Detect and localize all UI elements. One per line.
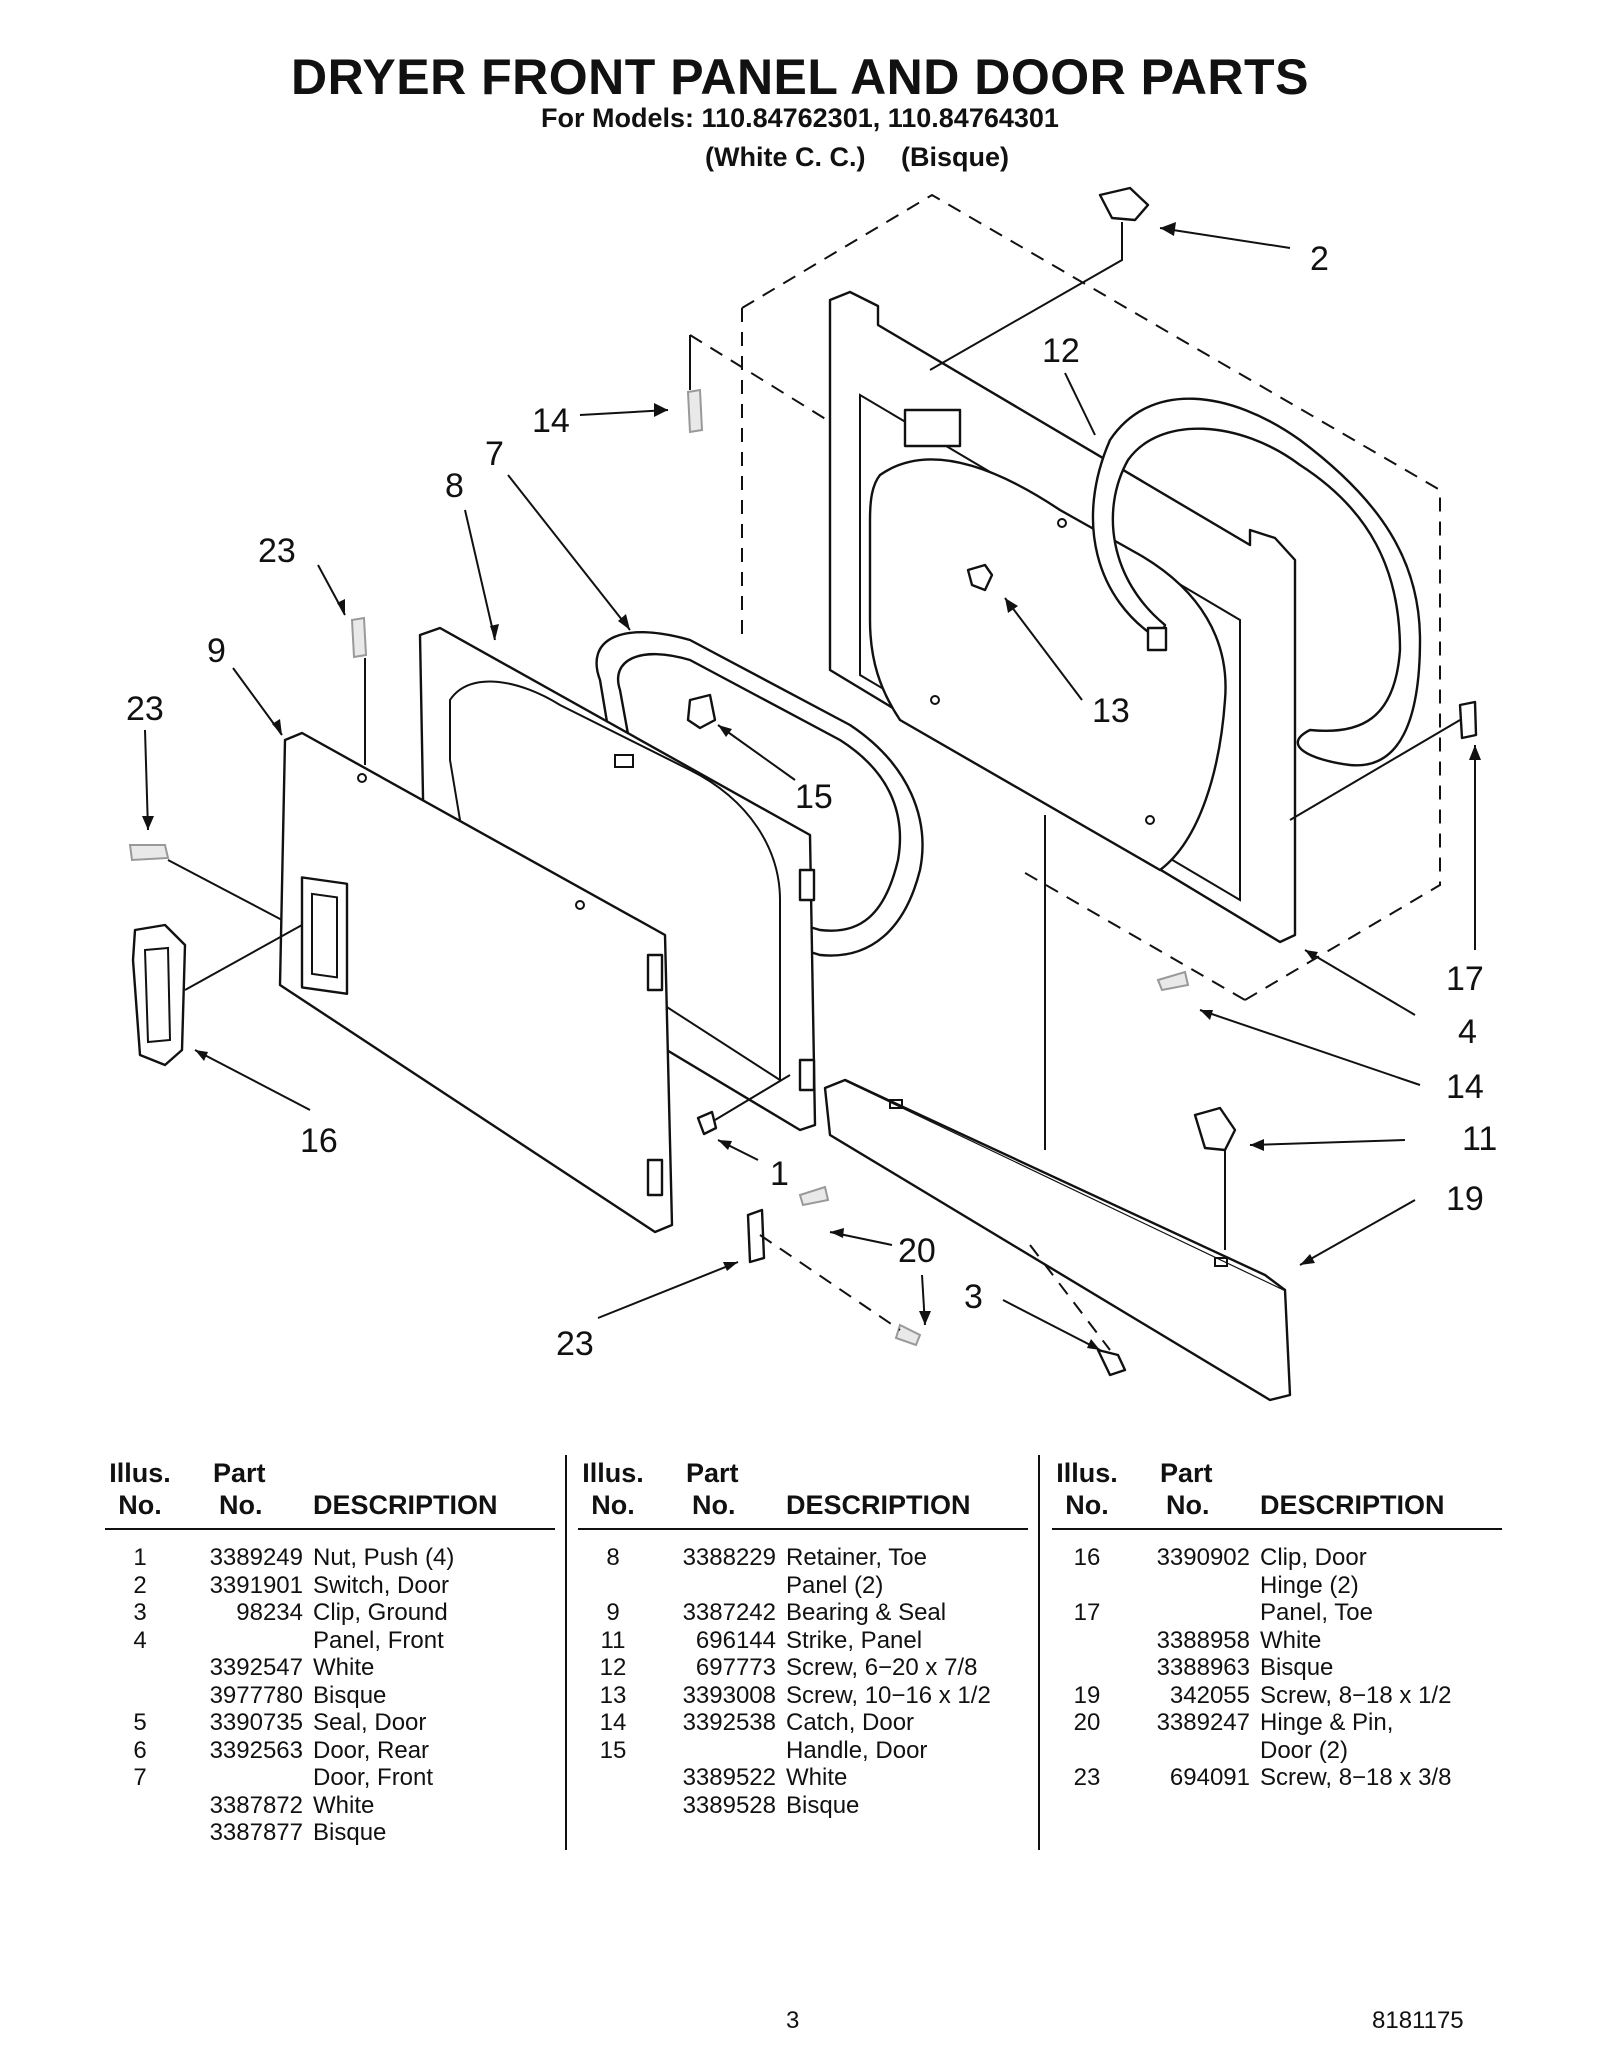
callout-2: 2: [1310, 240, 1329, 278]
callout-17: 19: [1446, 1180, 1484, 1218]
header-part-no: No.: [219, 1490, 263, 1520]
header-description: DESCRIPTION: [1260, 1490, 1445, 1520]
header-illus-no: No.: [591, 1490, 635, 1520]
callout-14: 15: [795, 778, 833, 816]
callout-1: 1: [770, 1155, 789, 1193]
door-switch-part: [1098, 186, 1150, 222]
document-number: 8181175: [1372, 2007, 1464, 2034]
callout-6: 8: [445, 467, 464, 505]
clip-ground-part: [1096, 1348, 1127, 1377]
callout-9: 12: [1042, 332, 1080, 370]
header-illus-no: No.: [1065, 1490, 1109, 1520]
callout-7: 9: [207, 632, 226, 670]
screw-19-lower: [894, 1323, 922, 1347]
header-part-no: No.: [692, 1490, 736, 1520]
column-divider: [565, 1455, 567, 1850]
callout-4: 4: [1458, 1013, 1477, 1051]
callout-12: 14: [532, 402, 570, 440]
page-number: 3: [786, 2007, 800, 2034]
callout-16: 17: [1446, 960, 1484, 998]
exploded-parts-diagram: 2 12 13 14 7 8 23 9 23 15 16 1 17 4 14 1…: [126, 186, 1497, 1402]
table-header: Illus. No. Part No. DESCRIPTION: [1052, 1458, 1502, 1530]
page-title: DRYER FRONT PANEL AND DOOR PARTS: [291, 49, 1309, 105]
table-row: Door (2): [1260, 1736, 1349, 1764]
callout-13: 14: [1446, 1068, 1484, 1106]
screw-19: [798, 1185, 830, 1207]
toe-panel-part: [823, 1078, 1292, 1402]
hinge-pin-part: [746, 1208, 766, 1264]
header-part: Part: [686, 1458, 739, 1488]
callout-23-left: 23: [126, 690, 164, 728]
toe-retainer-part: [1193, 1106, 1237, 1152]
header-description: DESCRIPTION: [313, 1490, 498, 1520]
callout-15: 16: [300, 1122, 338, 1160]
screw-13: [1156, 970, 1190, 992]
front-door-part: [278, 731, 674, 1234]
column-divider: [1038, 1455, 1040, 1850]
hinge-clip-part: [1458, 700, 1478, 740]
table-row: Panel (2): [786, 1571, 884, 1599]
header-illus: Illus.: [109, 1458, 171, 1488]
door-catch-part: [686, 693, 717, 730]
callout-11: 13: [1092, 692, 1130, 730]
table-row: Hinge (2): [1260, 1571, 1359, 1599]
callout-leaders: [142, 222, 1481, 1351]
door-handle-part: [131, 923, 187, 1067]
models-subtitle: For Models: 110.84762301, 110.84764301: [541, 103, 1059, 133]
bearing-seal-part: [1091, 397, 1422, 767]
screw-23-left: [128, 844, 170, 862]
variant-bisque: (Bisque): [901, 142, 1009, 172]
screw-23-upper: [350, 616, 368, 659]
callout-8: 11: [1462, 1120, 1497, 1158]
header-illus: Illus.: [1056, 1458, 1118, 1488]
callout-23-upper: 23: [258, 532, 296, 570]
header-illus-no: No.: [118, 1490, 162, 1520]
header-illus: Illus.: [582, 1458, 644, 1488]
header-part-no: No.: [1166, 1490, 1210, 1520]
table-header: Illus. No. Part No. DESCRIPTION: [105, 1458, 555, 1530]
screw-12: [686, 388, 704, 434]
callout-19: 20: [898, 1232, 936, 1270]
callout-20: 23: [556, 1325, 594, 1363]
variant-white: (White C. C.): [705, 142, 866, 172]
header-description: DESCRIPTION: [786, 1490, 971, 1520]
front-panel-part: [828, 290, 1297, 944]
nut-push-part: [696, 1110, 718, 1136]
header-part: Part: [1160, 1458, 1213, 1488]
callout-5: 7: [485, 435, 504, 473]
callout-3: 3: [964, 1278, 983, 1316]
header-part: Part: [213, 1458, 266, 1488]
table-header: Illus. No. Part No. DESCRIPTION: [578, 1458, 1028, 1530]
